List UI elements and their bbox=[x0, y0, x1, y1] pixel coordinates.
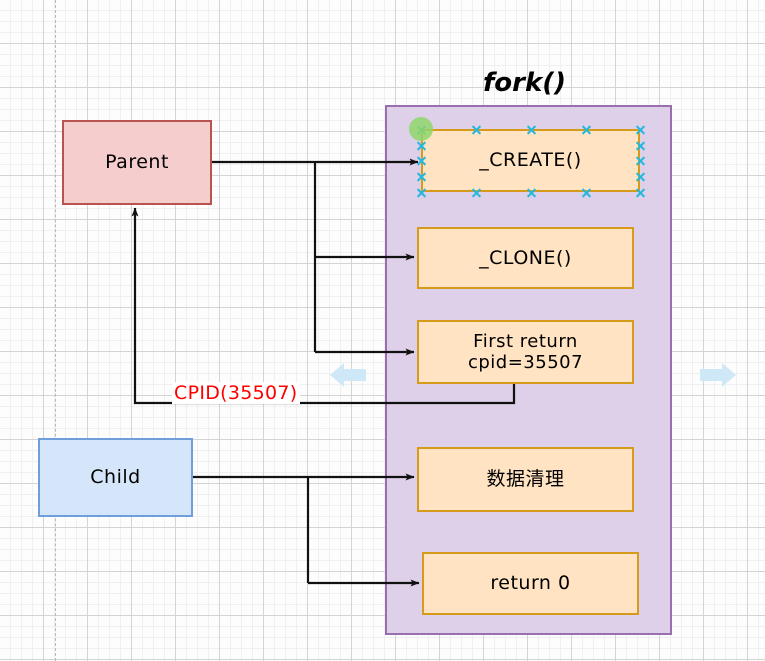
selection-handle[interactable] bbox=[635, 187, 646, 198]
selection-handle[interactable] bbox=[471, 124, 482, 135]
selection-handle[interactable] bbox=[416, 155, 427, 166]
fork-group-title: fork() bbox=[483, 68, 567, 98]
selection-handle[interactable] bbox=[416, 140, 427, 151]
selection-handle[interactable] bbox=[581, 124, 592, 135]
selection-handle[interactable] bbox=[635, 140, 646, 151]
selection-handle[interactable] bbox=[635, 155, 646, 166]
selection-handle[interactable] bbox=[581, 187, 592, 198]
node-data-cleanup[interactable]: 数据清理 bbox=[417, 447, 634, 512]
node-child[interactable]: Child bbox=[38, 438, 193, 517]
selection-handle[interactable] bbox=[635, 171, 646, 182]
selection-handle[interactable] bbox=[416, 187, 427, 198]
selection-handle[interactable] bbox=[416, 171, 427, 182]
node-first-return[interactable]: First return cpid=35507 bbox=[417, 320, 634, 384]
scroll-left-arrow[interactable] bbox=[330, 362, 366, 388]
edge-label-cpid: CPID(35507) bbox=[172, 382, 300, 404]
page-margin-guide bbox=[55, 0, 56, 661]
selection-handle[interactable] bbox=[635, 124, 646, 135]
node-clone[interactable]: _CLONE() bbox=[417, 227, 634, 289]
selection-handle[interactable] bbox=[526, 124, 537, 135]
rotate-handle-icon[interactable] bbox=[409, 117, 433, 141]
selection-handle[interactable] bbox=[526, 187, 537, 198]
selection-handle[interactable] bbox=[471, 187, 482, 198]
node-parent[interactable]: Parent bbox=[62, 120, 212, 205]
scroll-right-arrow[interactable] bbox=[700, 362, 736, 388]
node-create[interactable]: _CREATE() bbox=[421, 129, 640, 192]
node-return-zero[interactable]: return 0 bbox=[422, 552, 639, 615]
